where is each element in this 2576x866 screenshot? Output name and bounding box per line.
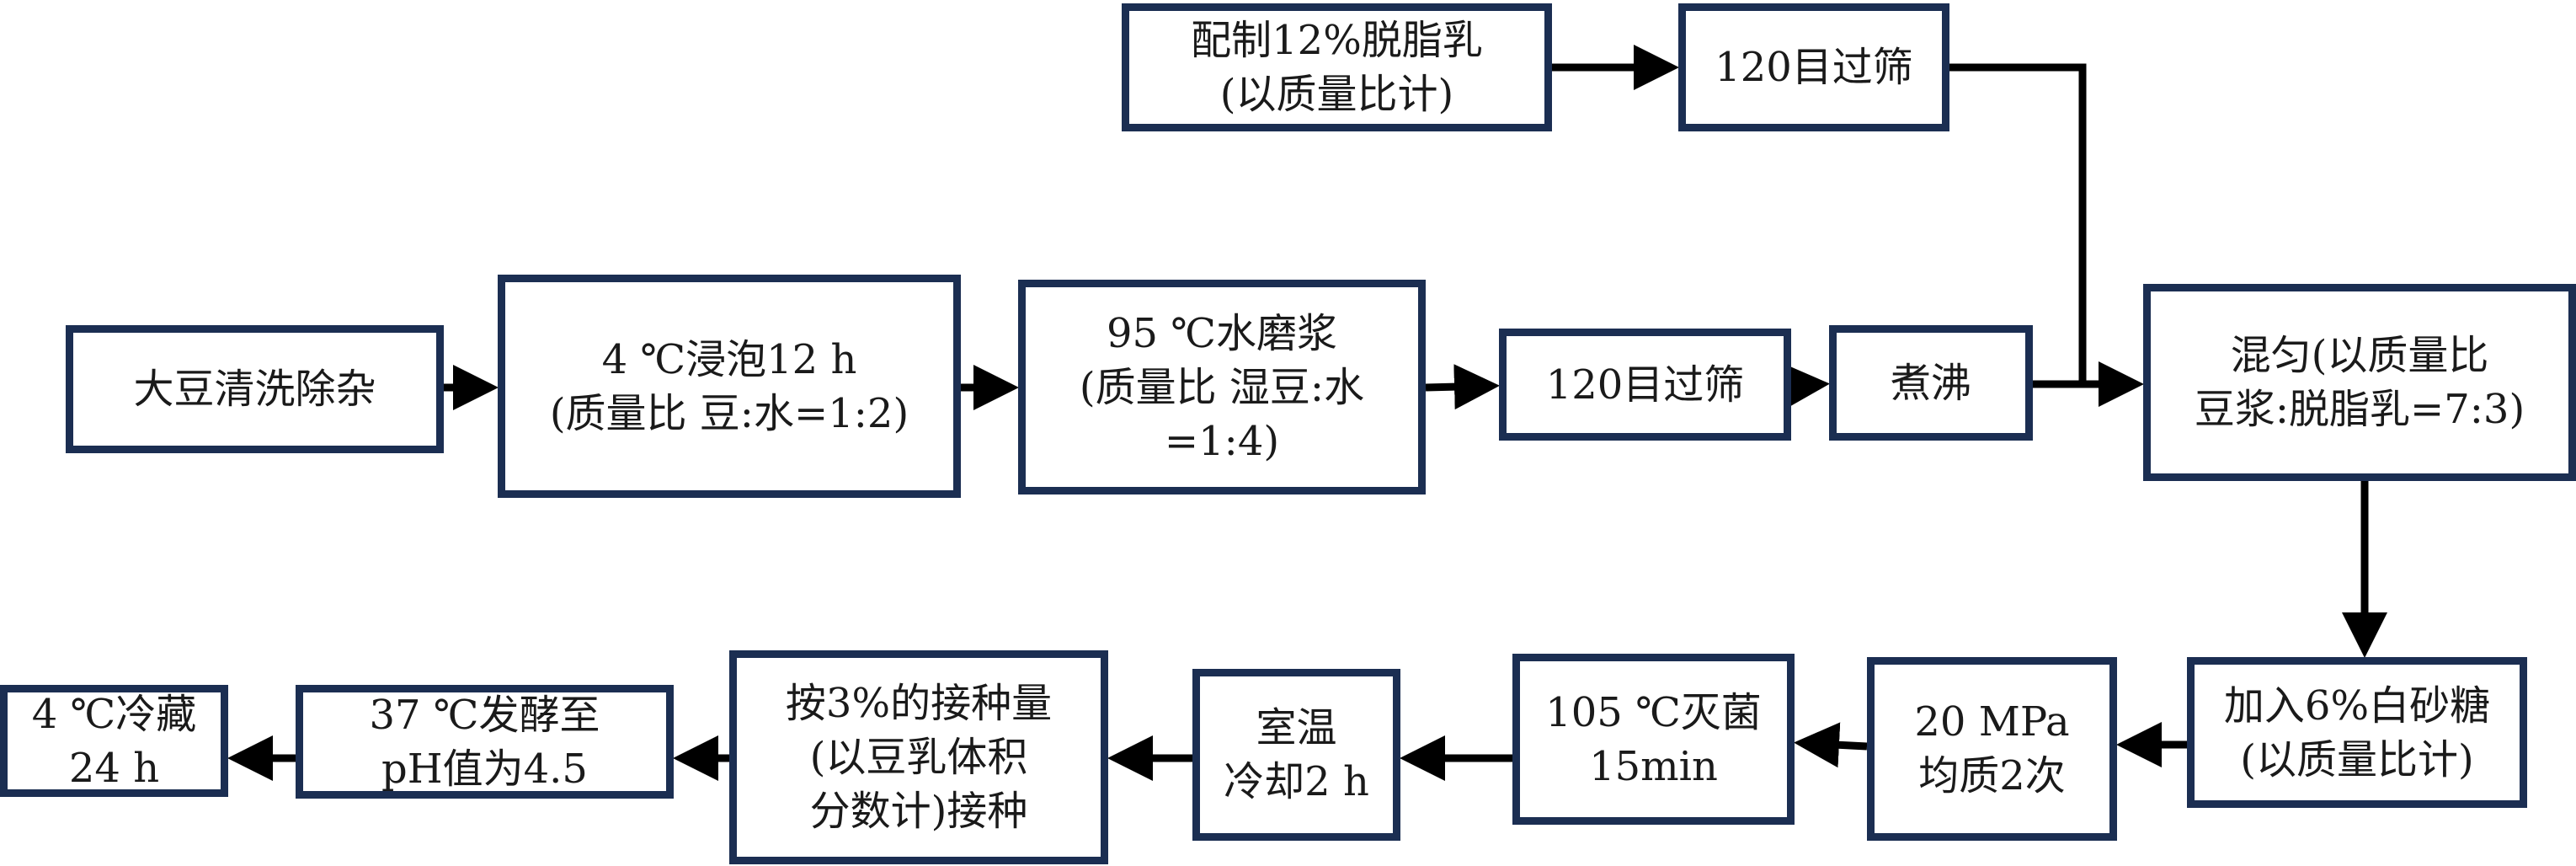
node-mix: 混匀(以质量比 豆浆:脱脂乳=7:3): [2143, 284, 2576, 481]
node-label: 120目过筛: [1715, 44, 1913, 91]
node-label: 4 ℃浸泡12 h (质量比 豆:水=1:2): [549, 335, 909, 437]
node-label: 20 MPa 均质2次: [1914, 698, 2070, 799]
node-label: 室温 冷却2 h: [1224, 704, 1369, 805]
node-sieve-soymilk: 120目过筛: [1499, 329, 1791, 441]
node-cool: 室温 冷却2 h: [1192, 669, 1400, 841]
node-homogenize: 20 MPa 均质2次: [1867, 657, 2117, 841]
node-ferment: 37 ℃发酵至 pH值为4.5: [296, 685, 674, 799]
node-refrigerate: 4 ℃冷藏 24 h: [0, 685, 228, 797]
node-add-sugar: 加入6%白砂糖 (以质量比计): [2187, 657, 2527, 808]
arrow-sieve-to-boil: [1783, 363, 1830, 409]
node-label: 120目过筛: [1545, 361, 1745, 409]
node-sterilize: 105 ℃灭菌 15min: [1512, 654, 1795, 825]
node-label: 配制12%脱脂乳 (以质量比计): [1191, 17, 1483, 118]
node-grind: 95 ℃水磨浆 (质量比 湿豆:水 =1:4): [1018, 280, 1426, 494]
node-label: 37 ℃发酵至 pH值为4.5: [369, 691, 600, 793]
node-label: 4 ℃冷藏 24 h: [31, 690, 197, 792]
node-label: 按3%的接种量 (以豆乳体积 分数计)接种: [785, 680, 1053, 835]
node-label: 加入6%白砂糖 (以质量比计): [2223, 682, 2491, 783]
node-label: 95 ℃水磨浆 (质量比 湿豆:水 =1:4): [1079, 309, 1365, 465]
node-label: 105 ℃灭菌 15min: [1545, 688, 1762, 790]
node-clean-soybeans: 大豆清洗除杂: [66, 325, 444, 453]
connector-sieve-to-mix: [1949, 63, 2087, 384]
node-sieve-milk: 120目过筛: [1678, 3, 1949, 131]
arrow-homogenize-to-sterilize: [1794, 722, 1868, 768]
node-label: 煮沸: [1890, 359, 1971, 407]
node-label: 大豆清洗除杂: [133, 366, 376, 413]
node-label: 混匀(以质量比 豆浆:脱脂乳=7:3): [2194, 332, 2525, 433]
node-inoculate: 按3%的接种量 (以豆乳体积 分数计)接种: [729, 650, 1108, 864]
node-prep-skim-milk: 配制12%脱脂乳 (以质量比计): [1122, 3, 1552, 131]
node-boil: 煮沸: [1829, 325, 2033, 441]
arrow-grind-to-sieve: [1425, 364, 1500, 410]
node-soak: 4 ℃浸泡12 h (质量比 豆:水=1:2): [498, 275, 961, 498]
